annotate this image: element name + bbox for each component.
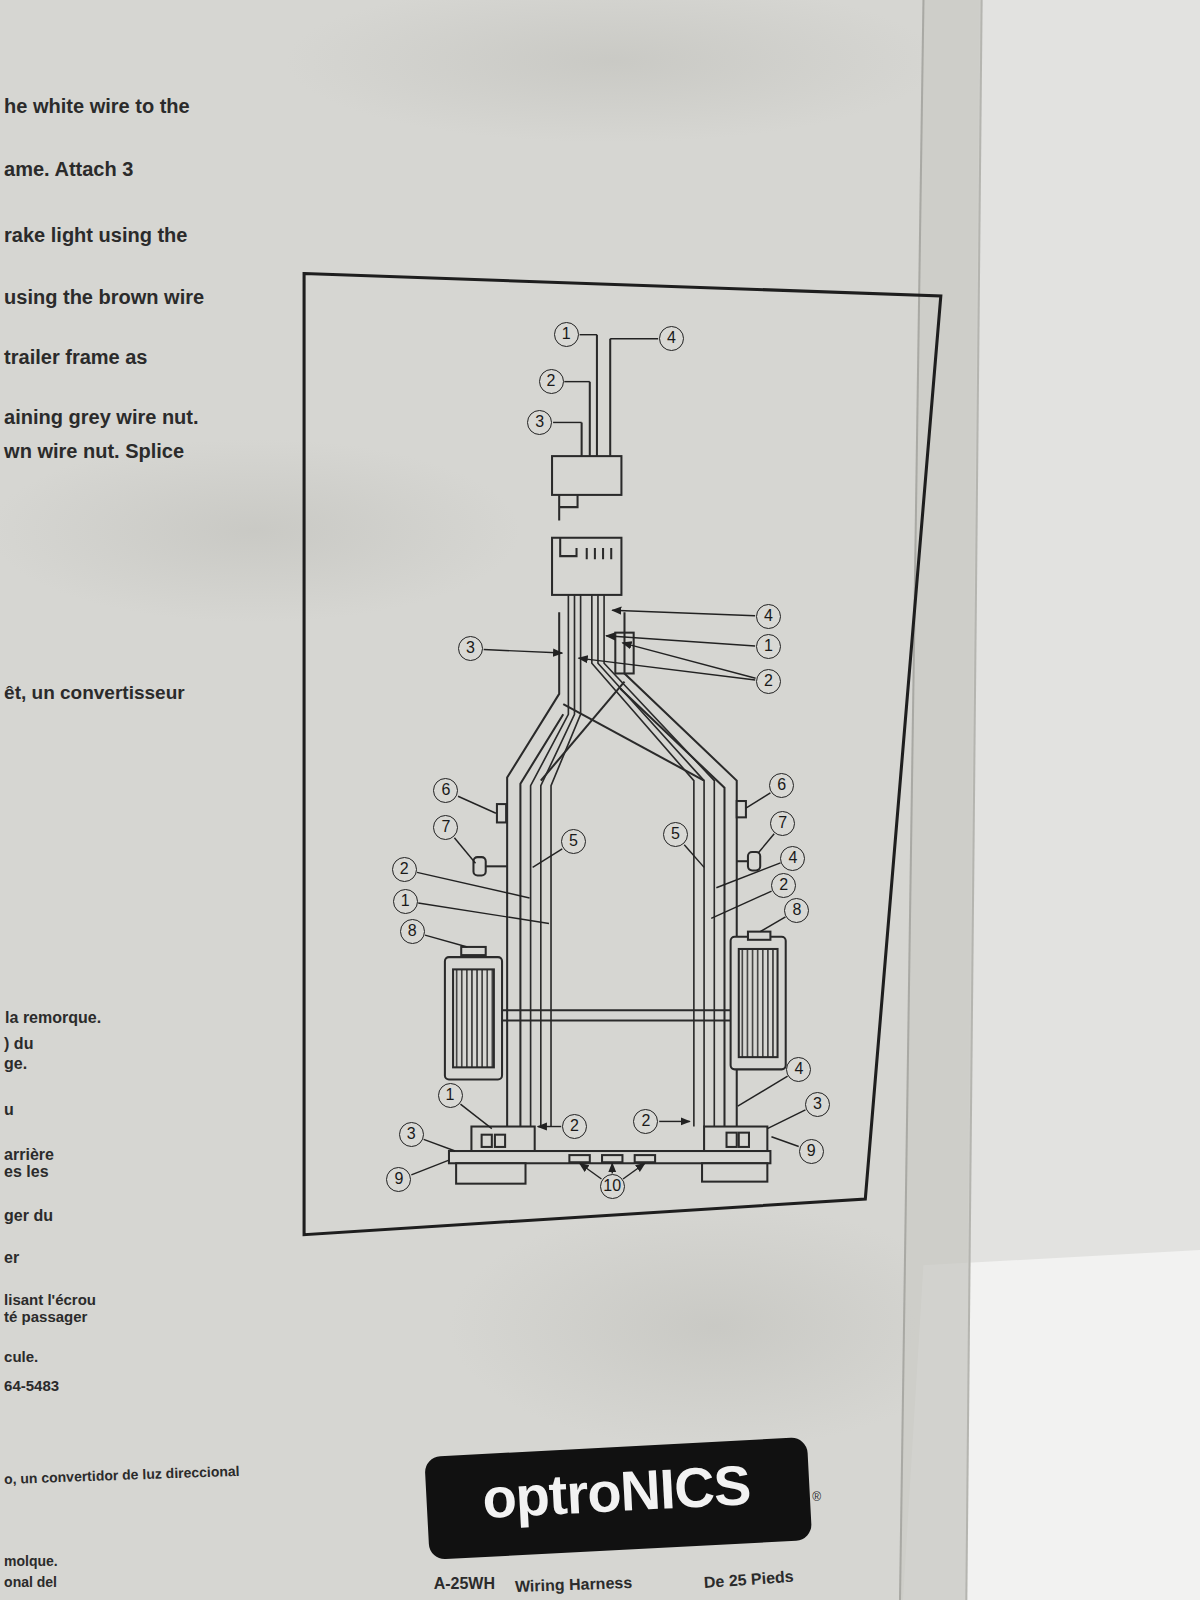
diagram-frame: [304, 273, 941, 1234]
callout-number: 10: [600, 1174, 625, 1199]
callout-number: 2: [633, 1109, 658, 1134]
callout-number: 4: [756, 604, 781, 629]
callout-number: 1: [438, 1083, 463, 1108]
callout-number: 6: [769, 773, 794, 798]
logo-text: optroNICS: [480, 1449, 810, 1531]
leader-line: [533, 849, 563, 867]
leader-line: [771, 1137, 798, 1147]
callout-number: 1: [554, 322, 579, 347]
callout-number: 5: [663, 822, 688, 847]
leader-line: [623, 1163, 645, 1179]
callout-number: 9: [386, 1167, 411, 1192]
leader-line: [538, 1126, 561, 1127]
printed-text: aining grey wire nut.: [4, 406, 198, 429]
leader-line: [659, 1121, 690, 1122]
printed-text: using the brown wire: [4, 286, 204, 309]
printed-text: ame. Attach 3: [4, 158, 133, 181]
leader-line: [758, 834, 774, 853]
callout-number: 3: [805, 1092, 830, 1117]
printed-text: wn wire nut. Splice: [4, 440, 184, 463]
callout-number: 9: [799, 1139, 824, 1164]
callout-number: 2: [562, 1114, 587, 1139]
printed-text: A-25WH: [434, 1575, 495, 1593]
leader-line: [746, 793, 770, 808]
printed-text: la remorque.: [5, 1009, 101, 1027]
printed-text: ®: [812, 1491, 821, 1505]
leader-line: [454, 838, 475, 864]
callout-number: 4: [659, 326, 684, 351]
printed-text: er: [4, 1249, 19, 1267]
callout-number: 2: [392, 857, 417, 882]
trailer-frame: [502, 612, 737, 1126]
leader-line: [411, 1160, 449, 1175]
callout-number: 7: [770, 811, 795, 836]
printed-text: he white wire to the: [4, 95, 190, 118]
printed-text: trailer frame as: [4, 346, 147, 369]
printed-text: arrière: [4, 1146, 54, 1164]
printed-text: lisant l'écrou: [4, 1291, 96, 1308]
leader-line: [418, 903, 549, 923]
printed-text: Wiring Harness: [515, 1574, 633, 1596]
callout-number: 1: [393, 889, 418, 914]
leader-line: [684, 845, 704, 868]
printed-text: rake light using the: [4, 224, 187, 247]
leader-line: [553, 422, 582, 423]
callout-number: 4: [786, 1057, 811, 1082]
printed-text: onal del: [4, 1574, 57, 1590]
callout-number: 3: [399, 1122, 424, 1147]
printed-text: molque.: [4, 1553, 58, 1569]
leader-line: [622, 643, 755, 678]
printed-text: ) du: [4, 1035, 33, 1053]
callout-number: 8: [784, 898, 809, 923]
leader-line: [612, 610, 755, 616]
harness-wires: [531, 595, 715, 1127]
printed-text: êt, un convertisseur: [4, 682, 185, 704]
leader-line: [564, 381, 590, 382]
connector-plug: [552, 335, 621, 595]
leader-line: [579, 658, 756, 680]
leader-line: [580, 1163, 602, 1179]
callout-number: 7: [433, 815, 458, 840]
callout-number: 4: [780, 846, 805, 871]
callout-number: 1: [756, 634, 781, 659]
leader-line: [610, 338, 658, 339]
printed-text: De 25 Pieds: [703, 1568, 794, 1593]
leader-lines: [411, 335, 805, 1179]
callout-number: 8: [400, 919, 425, 944]
leader-line: [484, 650, 563, 653]
callout-number: 2: [756, 669, 781, 694]
printed-text: ger du: [4, 1207, 53, 1225]
leader-line: [612, 1163, 613, 1173]
leader-line: [424, 1139, 455, 1151]
callout-number: 3: [527, 410, 552, 435]
printed-text: es les: [4, 1163, 48, 1181]
leader-line: [458, 796, 496, 813]
leader-line: [417, 872, 530, 898]
callout-number: 2: [771, 873, 796, 898]
printed-text: té passager: [4, 1308, 87, 1325]
lights-and-wheels: [445, 801, 786, 1184]
callout-number: 6: [433, 778, 458, 803]
printed-text: ge.: [4, 1055, 27, 1073]
leader-line: [711, 891, 771, 918]
leader-line: [460, 1104, 491, 1128]
printed-text: 64-5483: [4, 1377, 59, 1394]
callout-number: 5: [561, 829, 586, 854]
callout-number: 2: [539, 369, 564, 394]
callout-number: 3: [458, 636, 483, 661]
leader-line: [580, 334, 597, 335]
printed-text: o, un convertidor de luz direccional: [4, 1463, 240, 1487]
leader-line: [738, 1076, 788, 1106]
leader-line: [425, 935, 467, 947]
printed-text: cule.: [4, 1348, 38, 1365]
logo-band: optroNICS: [424, 1437, 812, 1560]
printed-text: u: [4, 1101, 14, 1119]
leader-line: [767, 1110, 805, 1129]
leader-line: [760, 917, 785, 932]
